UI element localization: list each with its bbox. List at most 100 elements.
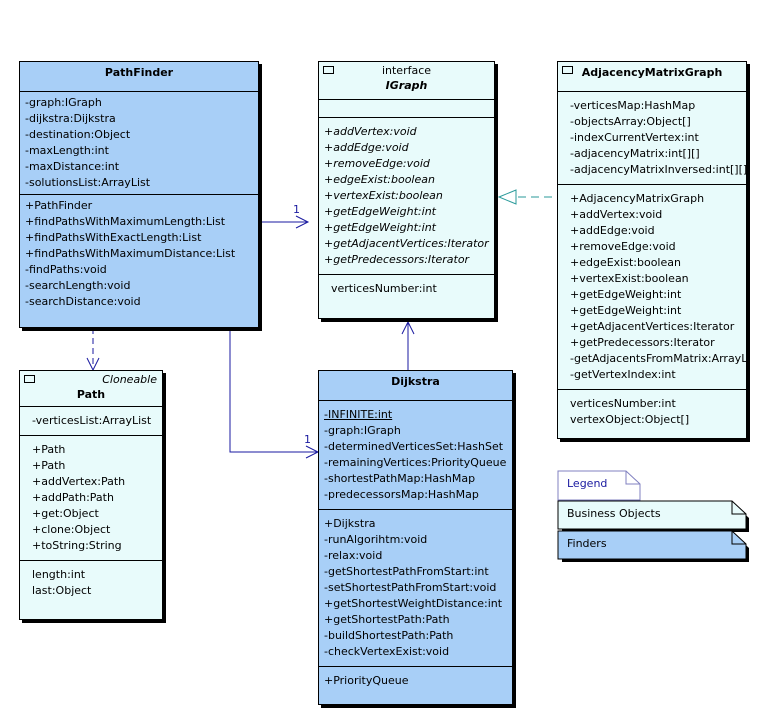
property-row: verticesNumber:int: [331, 282, 437, 295]
class-name: AdjacencyMatrixGraph: [581, 66, 723, 79]
stereotype-label: Cloneable: [102, 373, 157, 386]
class-name: PathFinder: [104, 66, 174, 79]
operation-row: +addVertex:void: [324, 125, 417, 138]
property-row: verticesNumber:int: [570, 397, 676, 410]
operations-section: +PathFinder +findPathsWithMaximumLength:L…: [20, 194, 258, 313]
operation-row: +addPath:Path: [32, 491, 114, 504]
properties-section: length:int last:Object: [20, 560, 162, 602]
attribute-row: -verticesList:ArrayList: [32, 414, 152, 427]
attribute-row: -destination:Object: [25, 128, 131, 141]
operation-row: +addEdge:void: [324, 141, 409, 154]
component-tab-icon: [323, 66, 334, 74]
operation-row: +findPathsWithMaximumDistance:List: [25, 247, 236, 260]
operation-row: -getVertexIndex:int: [570, 368, 676, 381]
attribute-row: -shortestPathMap:HashMap: [324, 472, 476, 485]
attribute-row: -dijkstra:Dijkstra: [25, 112, 116, 125]
operation-row: +Path: [32, 443, 66, 456]
class-name: Path: [76, 388, 106, 401]
operation-row: -getAdjacentsFromMatrix:ArrayLi: [570, 352, 751, 365]
operation-row: +getShortestPath:Path: [324, 613, 450, 626]
operation-row: +edgeExist:boolean: [570, 256, 681, 269]
attribute-row: -predecessorsMap:HashMap: [324, 488, 479, 501]
class-header: PathFinder: [20, 62, 258, 91]
properties-section: verticesNumber:int vertexObject:Object[]: [558, 389, 746, 431]
operation-row: +getPredecessors:Iterator: [570, 336, 715, 349]
operation-row: +clone:Object: [32, 523, 111, 536]
attributes-section: [319, 99, 494, 117]
operation-row: +PathFinder: [25, 199, 93, 212]
operation-row: +getEdgeWeight:int: [570, 288, 682, 301]
class-header: AdjacencyMatrixGraph: [558, 62, 746, 91]
operation-row: +edgeExist:boolean: [324, 173, 435, 186]
operation-row: +addEdge:void: [570, 224, 655, 237]
operations-section: +addVertex:void +addEdge:void +removeEdge:…: [319, 117, 494, 274]
attributes-section: -verticesList:ArrayList: [20, 406, 162, 435]
attribute-row: -objectsArray:Object[]: [570, 115, 691, 128]
attribute-row: -adjacencyMatrix:int[][]: [570, 147, 700, 160]
stereotype-label: interface: [381, 64, 432, 77]
class-path[interactable]: Cloneable Path -verticesList:ArrayList +…: [19, 370, 163, 620]
attribute-row: -determinedVerticesSet:HashSet: [324, 440, 504, 453]
operation-row: +Dijkstra: [324, 517, 376, 530]
inner-class-row: +PriorityQueue: [324, 674, 409, 687]
operation-row: +findPathsWithExactLength:List: [25, 231, 202, 244]
property-row: vertexObject:Object[]: [570, 413, 690, 426]
class-header: Dijkstra: [319, 371, 512, 400]
properties-section: verticesNumber:int: [319, 274, 494, 300]
class-name: IGraph: [385, 79, 428, 92]
class-header: interface IGraph: [319, 62, 494, 99]
operations-section: +Path +Path +addVertex:Path +addPath:Path +g…: [20, 435, 162, 560]
class-dijkstra[interactable]: Dijkstra -INFINITE:int -graph:IGraph -dete…: [318, 370, 513, 705]
class-adjacencymatrixgraph[interactable]: AdjacencyMatrixGraph -verticesMap:HashMa…: [557, 61, 751, 439]
class-name: Dijkstra: [391, 375, 440, 388]
operation-row: -relax:void: [324, 549, 383, 562]
operation-row: -searchLength:void: [25, 279, 131, 292]
multiplicity-label: 1: [293, 203, 300, 216]
legend-title: Legend: [567, 477, 608, 490]
attribute-row: -solutionsList:ArrayList: [25, 176, 151, 189]
operation-row: +removeEdge:void: [324, 157, 430, 170]
legend-finders: Finders: [567, 537, 607, 550]
operation-row: +vertexExist:boolean: [570, 272, 689, 285]
class-header: Cloneable Path: [20, 371, 162, 406]
assoc-pathfinder-dijkstra: [229, 328, 318, 453]
attribute-row: -remainingVertices:PriorityQueue: [324, 456, 507, 469]
attributes-section: -graph:IGraph -dijkstra:Dijkstra -destinat…: [20, 91, 258, 194]
attribute-row: -graph:IGraph: [324, 424, 401, 437]
operation-row: -searchDistance:void: [25, 295, 141, 308]
interface-igraph[interactable]: interface IGraph +addVertex:void +addEdge…: [318, 61, 495, 319]
attribute-row: -graph:IGraph: [25, 96, 102, 109]
operation-row: +findPathsWithMaximumLength:List: [25, 215, 226, 228]
attributes-section: -verticesMap:HashMap -objectsArray:Object…: [558, 91, 747, 184]
operation-row: +Path: [32, 459, 66, 472]
operation-row: +addVertex:Path: [32, 475, 126, 488]
operation-row: -runAlgorihtm:void: [324, 533, 428, 546]
component-tab-icon: [562, 66, 573, 74]
property-row: length:int: [32, 568, 86, 581]
operation-row: +getEdgeWeight:int: [324, 221, 436, 234]
attribute-row: -verticesMap:HashMap: [570, 99, 696, 112]
operation-row: -checkVertexExist:void: [324, 645, 450, 658]
attributes-section: -INFINITE:int -graph:IGraph -determinedVer…: [319, 400, 512, 509]
operation-row: -buildShortestPath:Path: [324, 629, 454, 642]
operation-row: +getPredecessors:Iterator: [324, 253, 470, 266]
operation-row: +AdjacencyMatrixGraph: [570, 192, 705, 205]
assoc-arrowhead-dijkstra-igraph: [401, 320, 415, 335]
property-row: last:Object: [32, 584, 92, 597]
operation-row: +toString:String: [32, 539, 122, 552]
assoc-arrowhead-igraph: [295, 215, 310, 229]
operation-row: -getShortestPathFromStart:int: [324, 565, 489, 578]
inner-class-section: +PriorityQueue: [319, 666, 512, 692]
operation-row: -setShortestPathFromStart:void: [324, 581, 497, 594]
operation-row: +get:Object: [32, 507, 99, 520]
component-tab-icon: [24, 375, 35, 383]
class-pathfinder[interactable]: PathFinder -graph:IGraph -dijkstra:Dijkst…: [19, 61, 259, 328]
operation-row: +getAdjacentVertices:Iterator: [324, 237, 489, 250]
attribute-row: -INFINITE:int: [324, 408, 393, 421]
operation-row: -findPaths:void: [25, 263, 107, 276]
operation-row: +getShortestWeightDistance:int: [324, 597, 503, 610]
legend-business-objects: Business Objects: [567, 507, 661, 520]
operations-section: +AdjacencyMatrixGraph+addVertex:void+add…: [558, 184, 751, 389]
operation-row: +getAdjacentVertices:Iterator: [570, 320, 735, 333]
operation-row: +getEdgeWeight:int: [570, 304, 682, 317]
